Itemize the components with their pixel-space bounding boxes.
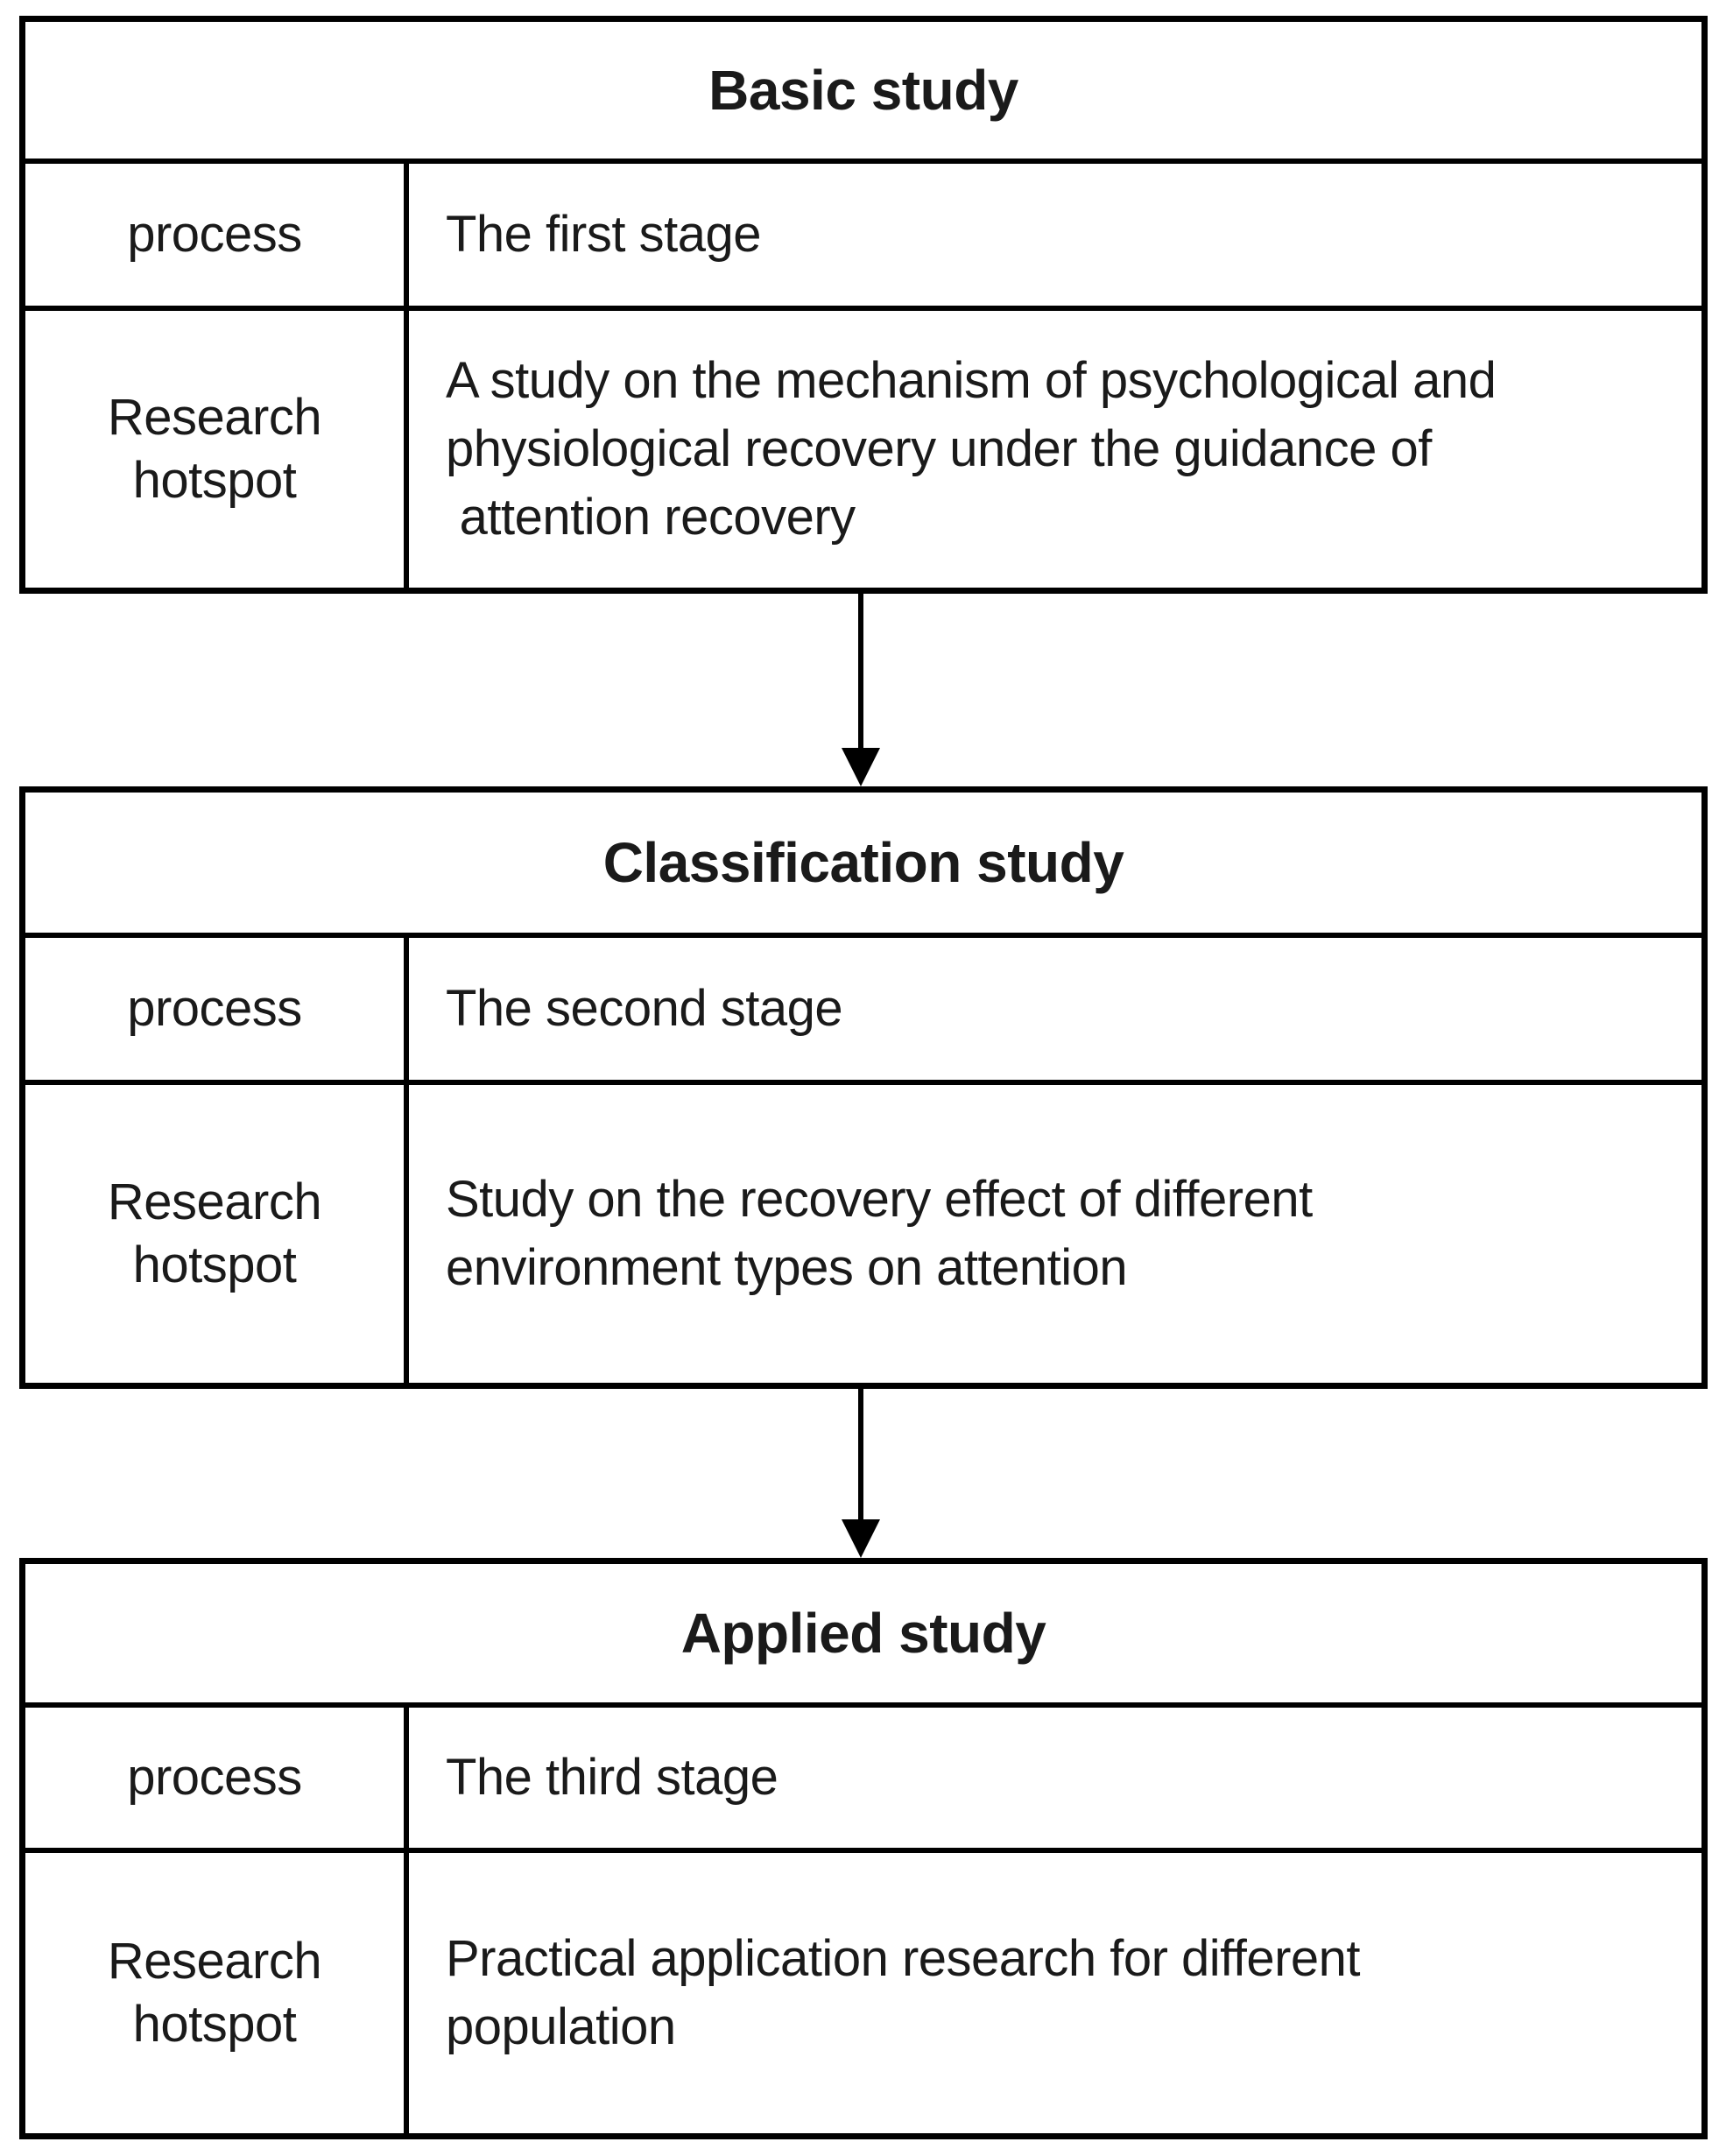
row-label-research-hotspot: Research hotspot bbox=[25, 311, 409, 588]
row-value-research-hotspot: Practical application research for diffe… bbox=[446, 1929, 1361, 2055]
stage-title: Classification study bbox=[25, 793, 1701, 938]
stage-box-basic-study: Basic study process The first stage Rese… bbox=[19, 16, 1708, 594]
stage-box-applied-study: Applied study process The third stage Re… bbox=[19, 1558, 1708, 2139]
row-value-research-hotspot: A study on the mechanism of psychologica… bbox=[446, 351, 1497, 546]
down-arrow-icon bbox=[858, 1389, 863, 1525]
row-label-research-hotspot: Research hotspot bbox=[25, 1085, 409, 1383]
stage-title: Basic study bbox=[25, 22, 1701, 164]
stage-box-classification-study: Classification study process The second … bbox=[19, 786, 1708, 1389]
down-arrow-icon bbox=[842, 1519, 880, 1558]
row-label-process: process bbox=[25, 1708, 409, 1853]
row-value-process: The first stage bbox=[409, 164, 1701, 311]
down-arrow-icon bbox=[858, 594, 863, 753]
row-value-research-hotspot: Study on the recovery effect of differen… bbox=[446, 1170, 1313, 1296]
row-label-research-hotspot: Research hotspot bbox=[25, 1853, 409, 2133]
row-label-process: process bbox=[25, 164, 409, 311]
row-value-process: The third stage bbox=[409, 1708, 1701, 1853]
row-value-process: The second stage bbox=[409, 938, 1701, 1085]
row-label-process: process bbox=[25, 938, 409, 1085]
down-arrow-icon bbox=[842, 748, 880, 786]
stage-title: Applied study bbox=[25, 1564, 1701, 1708]
